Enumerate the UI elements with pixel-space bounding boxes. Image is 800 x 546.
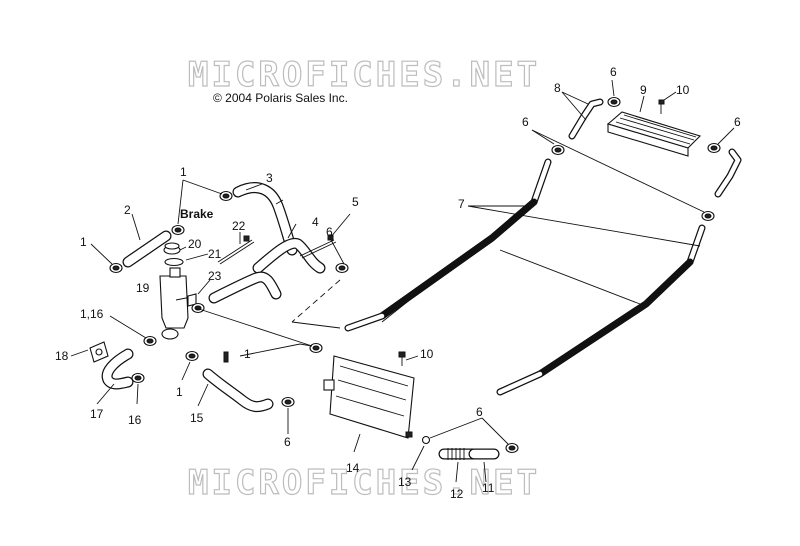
- callout-1-left: 1: [80, 235, 87, 249]
- part-1-clamp-19: [191, 302, 205, 314]
- part-1-clamp-left: [109, 262, 123, 274]
- callout-12: 12: [450, 487, 464, 501]
- part-6-clamp-elbow-right: [707, 142, 721, 154]
- callout-1-lower: 1: [176, 385, 183, 399]
- callout-7: 7: [458, 197, 465, 211]
- part-6-clamp-elbow-top: [607, 96, 621, 108]
- callout-23: 23: [208, 269, 222, 283]
- part-20-cap: [163, 242, 181, 255]
- callout-6-bottom: 6: [476, 405, 483, 419]
- callout-9: 9: [640, 83, 647, 97]
- part-19-reservoir: [159, 267, 197, 340]
- callout-19: 19: [136, 281, 150, 295]
- part-15-fitting: [223, 351, 229, 363]
- part-7-tube-left: [344, 158, 552, 332]
- part-7-plate-edge: [381, 205, 529, 323]
- callout-11: 11: [482, 481, 495, 495]
- callout-6-right: 6: [734, 115, 741, 129]
- callout-4: 4: [312, 215, 319, 229]
- callout-18: 18: [55, 349, 69, 363]
- part-1-clamp-top: [171, 224, 185, 236]
- callout-22: 22: [232, 219, 246, 233]
- part-3-hose: [232, 182, 298, 256]
- callout-17: 17: [90, 407, 104, 421]
- part-1-clamp-14: [309, 342, 323, 354]
- callout-14: 14: [346, 461, 360, 475]
- callout-16: 16: [128, 413, 142, 427]
- part-8-elbow-right: [714, 148, 742, 198]
- callout-3: 3: [266, 171, 273, 185]
- part-22-cable-tie: [217, 235, 255, 265]
- part-7-tube-right: [496, 224, 706, 396]
- callout-21: 21: [208, 247, 222, 261]
- part-9-cooler-core: [606, 111, 702, 157]
- part-6-clamp-11: [505, 442, 519, 454]
- callout-2: 2: [124, 203, 131, 217]
- part-1-clamp-15: [185, 350, 199, 362]
- callout-10-lower: 10: [420, 347, 434, 361]
- part-10-bolt-lower: [398, 351, 406, 366]
- callout-1-center: 1: [244, 347, 251, 361]
- part-6-clamp-tube-right: [701, 210, 715, 222]
- copyright-text: © 2004 Polaris Sales Inc.: [213, 91, 348, 105]
- callout-20: 20: [188, 237, 202, 251]
- watermark-top: MICROFICHES.NET: [188, 55, 540, 95]
- callout-15: 15: [190, 411, 204, 425]
- watermark-bottom: MICROFICHES.NET: [188, 463, 540, 503]
- callout-6-low: 6: [284, 435, 291, 449]
- callout-1-top: 1: [180, 165, 187, 179]
- part-6-clamp-mid: [335, 262, 349, 274]
- part-2-hose: [122, 230, 172, 268]
- part-17-hose: [101, 348, 134, 390]
- callout-10-upper: 10: [676, 83, 690, 97]
- leader-lines: [70, 79, 735, 483]
- callout-6-top: 6: [610, 65, 617, 79]
- part-14-heat-exchanger: [323, 355, 415, 439]
- part-6-clamp-tube-left: [551, 144, 565, 156]
- part-21-gasket: [164, 257, 184, 267]
- callout-13: 13: [398, 475, 412, 489]
- part-15-hose: [202, 368, 274, 413]
- part-8-elbow-left: [568, 98, 604, 140]
- part-23-hose: [208, 271, 282, 304]
- part-1-16-clamp: [143, 335, 157, 347]
- callout-numbers: 1 2 1 3 4 5 6 22 20 21 23 19 1,16 18 17 …: [55, 65, 741, 501]
- part-13-fitting: [421, 435, 431, 445]
- callout-1-16: 1,16: [80, 307, 104, 321]
- part-4-hose: [252, 237, 326, 274]
- callout-6-tube: 6: [522, 115, 529, 129]
- callout-6-mid: 6: [326, 225, 333, 239]
- part-1-clamp-upper: [219, 190, 233, 202]
- part-10-bolt-upper: [658, 99, 665, 114]
- part-16-clamp: [131, 372, 145, 384]
- part-18-bracket: [89, 341, 109, 363]
- callout-8: 8: [554, 81, 561, 95]
- callout-5: 5: [352, 195, 359, 209]
- part-6-clamp-low: [281, 396, 295, 408]
- brake-label: Brake: [180, 207, 214, 221]
